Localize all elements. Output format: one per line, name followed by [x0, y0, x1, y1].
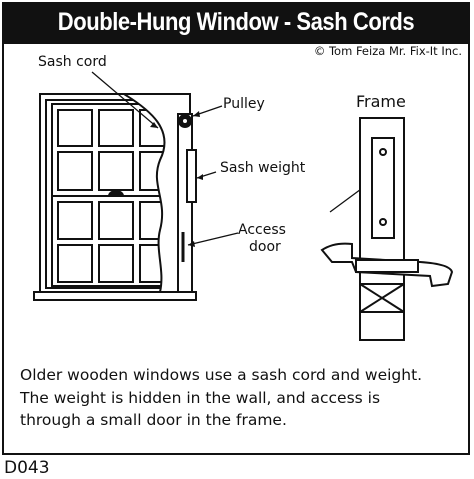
sash-cord-line — [177, 121, 193, 160]
leader-arrowheads — [150, 111, 203, 247]
sash-weight-icon — [186, 149, 197, 203]
label-frame: Frame — [356, 92, 406, 111]
diagram-code: D043 — [4, 458, 50, 478]
frame-detail — [320, 117, 454, 341]
window-sill — [33, 291, 197, 301]
caption: Older wooden windows use a sash cord and… — [20, 364, 460, 432]
label-pulley: Pulley — [223, 96, 265, 112]
wall-cutaway — [120, 93, 191, 293]
sash-lock-icon — [108, 190, 124, 196]
caption-line-1: Older wooden windows use a sash cord and… — [20, 366, 423, 384]
caption-line-2: The weight is hidden in the wall, and ac… — [20, 388, 381, 407]
label-sash-cord: Sash cord — [38, 54, 107, 70]
upper-sash — [51, 103, 181, 197]
caption-line-3: through a small door in the frame. — [20, 411, 287, 429]
copyright-credit: © Tom Feiza Mr. Fix-It Inc. — [313, 44, 462, 58]
diagram-title: Double-Hung Window - Sash Cords — [57, 8, 415, 36]
label-sash-weight: Sash weight — [220, 160, 306, 176]
label-access-door-1: Access — [238, 222, 286, 238]
title-bar: Double-Hung Window - Sash Cords — [4, 4, 468, 44]
label-access-door-2: door — [249, 239, 281, 255]
